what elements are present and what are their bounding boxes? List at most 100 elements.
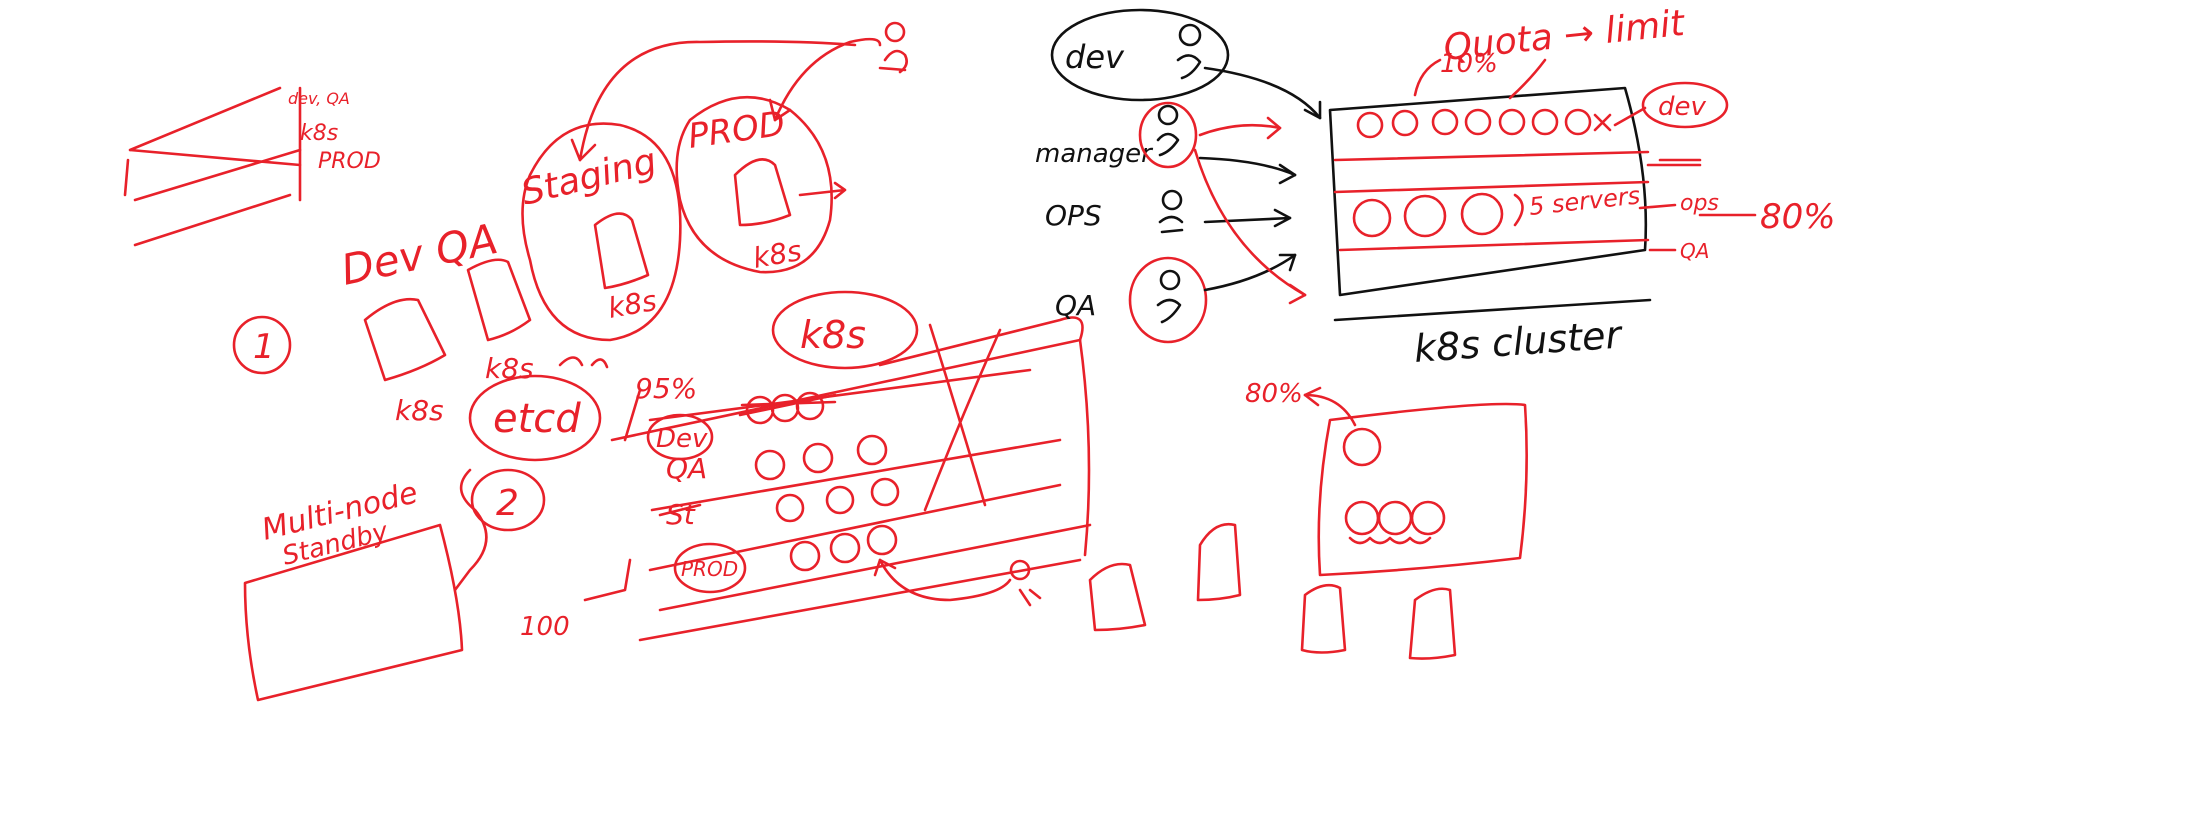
step-1-label: 1 bbox=[253, 327, 275, 367]
server-shape-4 bbox=[1196, 522, 1242, 602]
servers-label: 5 servers bbox=[1528, 181, 1642, 220]
red-arrow-manager-2 bbox=[1193, 148, 1307, 297]
cluster-base-line bbox=[1333, 298, 1652, 322]
person-icon-qa bbox=[1156, 269, 1182, 324]
cluster-box bbox=[1328, 86, 1648, 297]
cluster-server-nodes bbox=[1352, 192, 1524, 238]
pct-80-lower-arrow bbox=[1303, 393, 1357, 427]
qa-row-label: QA bbox=[666, 452, 707, 485]
arrow-manager-cluster bbox=[1198, 156, 1297, 177]
cluster-dev-label: dev bbox=[1658, 92, 1707, 122]
person-icon-lower bbox=[1009, 559, 1042, 607]
pool-nodes bbox=[1344, 500, 1446, 545]
prod-row-circle bbox=[673, 542, 747, 594]
role-manager-label: manager bbox=[1035, 139, 1154, 169]
pct-10-label: 10% bbox=[1440, 49, 1498, 79]
arrow-ops-cluster bbox=[1203, 216, 1292, 224]
step-2-circle bbox=[470, 468, 546, 532]
role-ops-label: OPS bbox=[1045, 199, 1102, 232]
pct-95-label: 95% bbox=[635, 372, 697, 405]
staging-circle bbox=[521, 122, 682, 342]
person-icon-dev bbox=[1176, 23, 1202, 80]
st-row-nodes bbox=[775, 477, 900, 523]
server-shape-5 bbox=[1300, 583, 1347, 654]
qa-row-nodes bbox=[754, 434, 888, 481]
pct-80-lower-label: 80% bbox=[1245, 379, 1303, 409]
arc-arrowhead-staging bbox=[570, 138, 597, 162]
arrow-manager-cluster-head bbox=[1278, 163, 1297, 185]
k8s-cluster-label: k8s cluster bbox=[1413, 312, 1625, 371]
manager-icon-circle bbox=[1138, 101, 1198, 169]
server-shape-3 bbox=[1088, 562, 1147, 632]
etcd-oval bbox=[468, 374, 602, 462]
prod-server-arrow bbox=[798, 181, 847, 200]
cluster-top-nodes bbox=[1356, 108, 1612, 139]
table-cross-out bbox=[923, 323, 1002, 512]
arrow-qa-cluster-head bbox=[1278, 253, 1297, 272]
server-shape-1 bbox=[363, 297, 447, 382]
dev-row-label: Dev bbox=[656, 424, 708, 454]
arc-top-to-staging bbox=[578, 40, 857, 162]
step-2-label: 2 bbox=[496, 483, 519, 524]
dev-row-nodes-crossed bbox=[738, 391, 837, 425]
cluster-ops-pointer bbox=[1638, 203, 1757, 217]
role-qa-label: QA bbox=[1055, 289, 1096, 322]
pool-top-node bbox=[1342, 427, 1382, 467]
server-shape-6 bbox=[1408, 587, 1457, 660]
server-shape-2 bbox=[466, 258, 532, 342]
red-arrow-manager-2-head bbox=[1288, 283, 1307, 305]
arrow-dev-cluster bbox=[1203, 66, 1322, 120]
dev-role-oval bbox=[1050, 8, 1230, 102]
cluster-dev-pointer bbox=[1613, 106, 1647, 127]
pct-100-label: 100 bbox=[520, 612, 570, 642]
topleft-k8s-label: k8s bbox=[300, 121, 338, 146]
standby-box bbox=[243, 523, 464, 702]
cluster-ops-label: ops bbox=[1680, 191, 1719, 216]
st-row-label: St bbox=[666, 498, 696, 531]
person-icon-ops bbox=[1158, 189, 1184, 234]
lower-right-sketch: 80% bbox=[1088, 379, 1528, 660]
arrow-ops-cluster-head bbox=[1273, 208, 1292, 228]
env-table: 95% Dev QA St PROD bbox=[520, 316, 1092, 642]
step-1-circle bbox=[232, 315, 292, 375]
topleft-prod-label: PROD bbox=[318, 149, 381, 174]
dev-row-circle bbox=[646, 413, 714, 461]
red-arrow-manager-1 bbox=[1198, 123, 1282, 137]
k8s-cluster: 5 servers Quota → limit 10% dev ops 80% … bbox=[1328, 3, 1836, 371]
qa-icon-circle bbox=[1128, 256, 1208, 344]
prod-server bbox=[733, 158, 792, 227]
topleft-env-box: dev, QA k8s PROD bbox=[123, 86, 381, 247]
staging-server bbox=[593, 212, 650, 290]
k8s-boxed-oval bbox=[771, 290, 919, 370]
node-pool-box bbox=[1317, 402, 1528, 577]
k8s-boxed-label: k8s bbox=[800, 313, 866, 357]
prod-row-nodes bbox=[789, 524, 898, 572]
arrow-dev-cluster-head bbox=[1303, 100, 1322, 120]
pct-100-arrow bbox=[583, 558, 632, 602]
quota-pointer bbox=[1508, 58, 1547, 100]
table-lines bbox=[610, 338, 1092, 642]
red-arrow-manager-1-head bbox=[1266, 116, 1282, 140]
cluster-dev-oval bbox=[1641, 81, 1729, 129]
pct-80-right-label: 80% bbox=[1760, 197, 1836, 237]
arc-top-to-prod bbox=[773, 37, 882, 122]
cluster-qa-label: QA bbox=[1680, 239, 1709, 263]
prod-curve-arrowhead bbox=[873, 558, 897, 577]
pct-80-lower-arrowhead bbox=[1303, 386, 1322, 407]
st-row-strike bbox=[658, 503, 702, 517]
pct-10-pointer bbox=[1413, 58, 1442, 97]
person-icon-top bbox=[878, 21, 908, 74]
pct-95-pointer bbox=[623, 388, 642, 442]
dev-qa-label: Dev QA bbox=[337, 214, 502, 295]
etcd-label: etcd bbox=[493, 396, 581, 442]
prod-curve-arrow bbox=[878, 558, 1012, 602]
table-top-accent bbox=[878, 316, 1084, 367]
arc-arrowhead-prod bbox=[768, 98, 792, 122]
person-icon-manager bbox=[1156, 104, 1180, 157]
table-right-edge bbox=[1078, 338, 1091, 557]
k8s-label-d: k8s bbox=[750, 234, 804, 275]
cluster-unnamed-lines bbox=[1646, 158, 1702, 167]
prod-row-label: PROD bbox=[681, 557, 738, 581]
standby-connector bbox=[453, 468, 488, 592]
